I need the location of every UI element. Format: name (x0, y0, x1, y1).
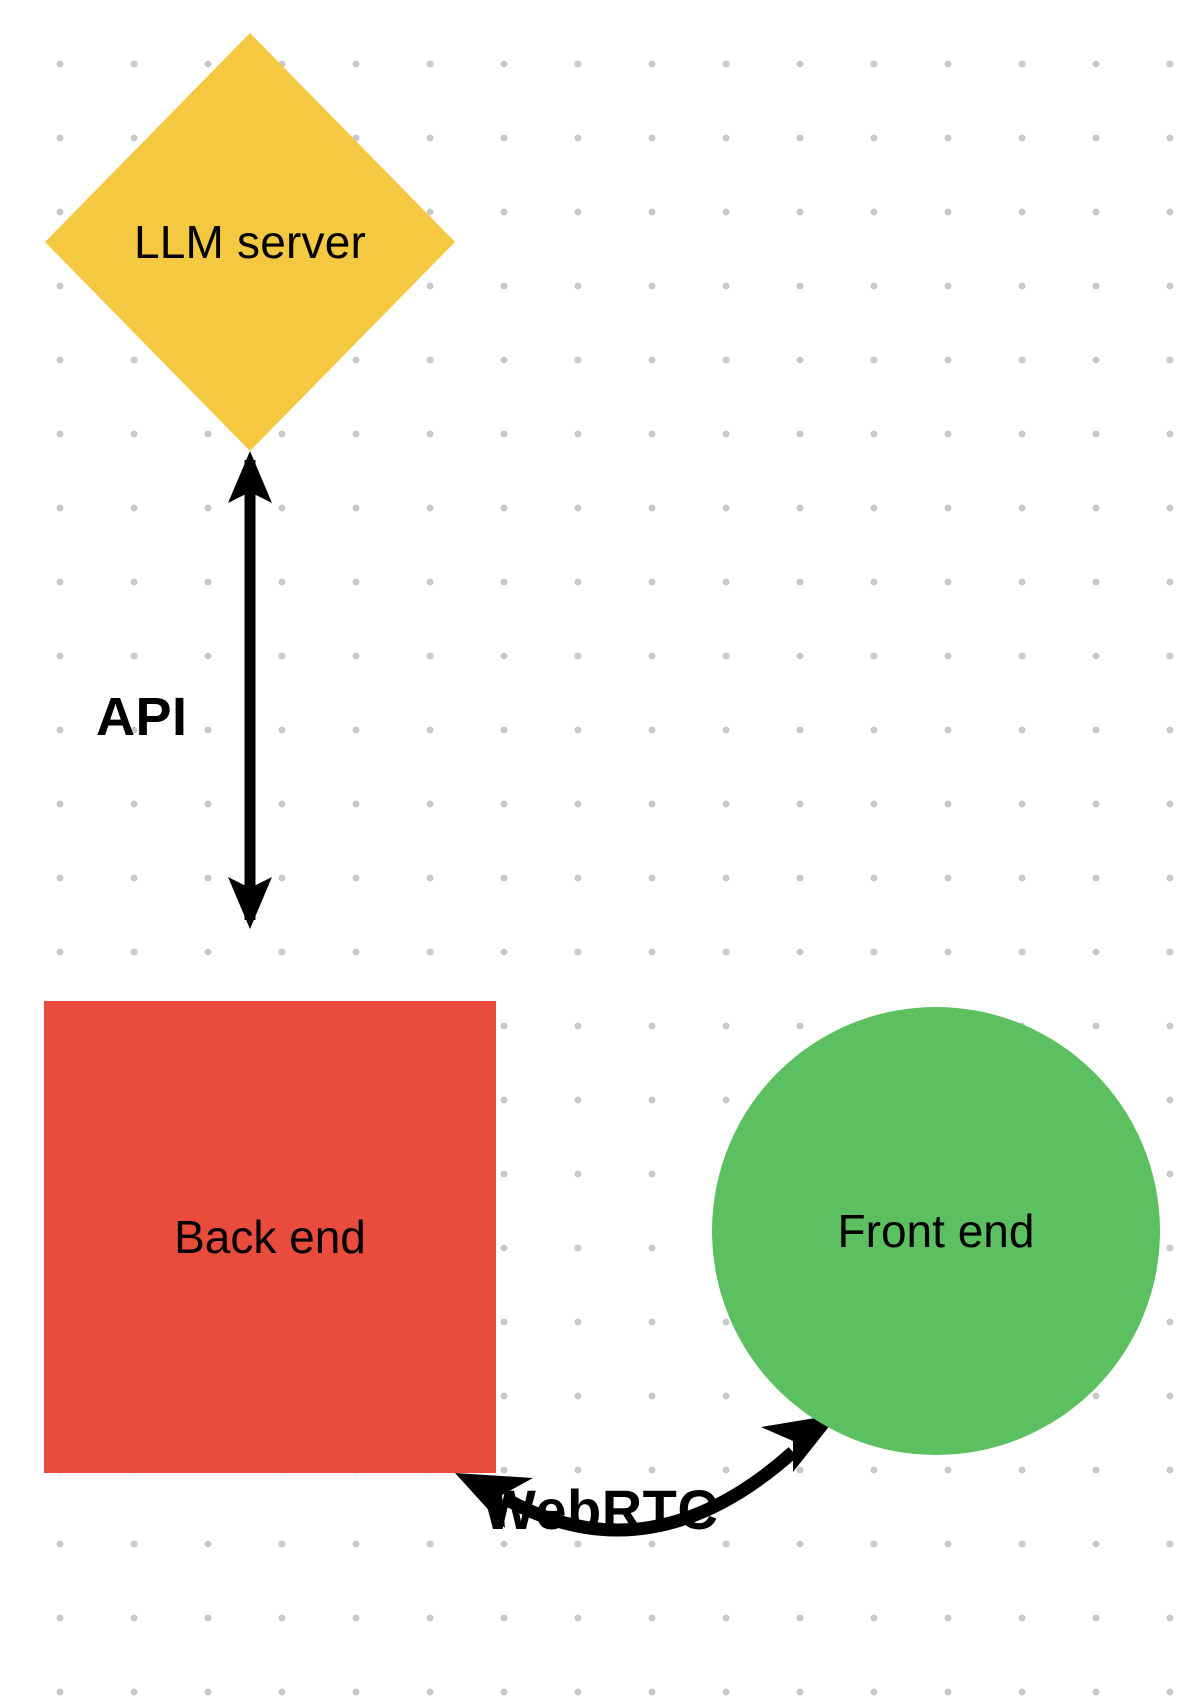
node-back-end[interactable]: Back end (44, 1001, 496, 1473)
webrtc-arrowhead-left (455, 1473, 533, 1528)
rectangle-shape (44, 1001, 496, 1473)
node-llm-server[interactable]: LLM server (45, 33, 455, 451)
node-front-end[interactable]: Front end (712, 1007, 1160, 1455)
api-arrowhead-up (228, 451, 272, 503)
edge-label-webrtc: WebRTC (483, 1478, 719, 1541)
api-connector[interactable] (228, 451, 272, 929)
diamond-shape (45, 33, 455, 451)
circle-shape (712, 1007, 1160, 1455)
webrtc-connector-curve (500, 1447, 798, 1537)
edge-label-api: API (96, 687, 188, 747)
webrtc-arrowhead-right (761, 1414, 839, 1472)
webrtc-connector[interactable] (455, 1414, 839, 1537)
api-arrowhead-down (228, 877, 272, 929)
